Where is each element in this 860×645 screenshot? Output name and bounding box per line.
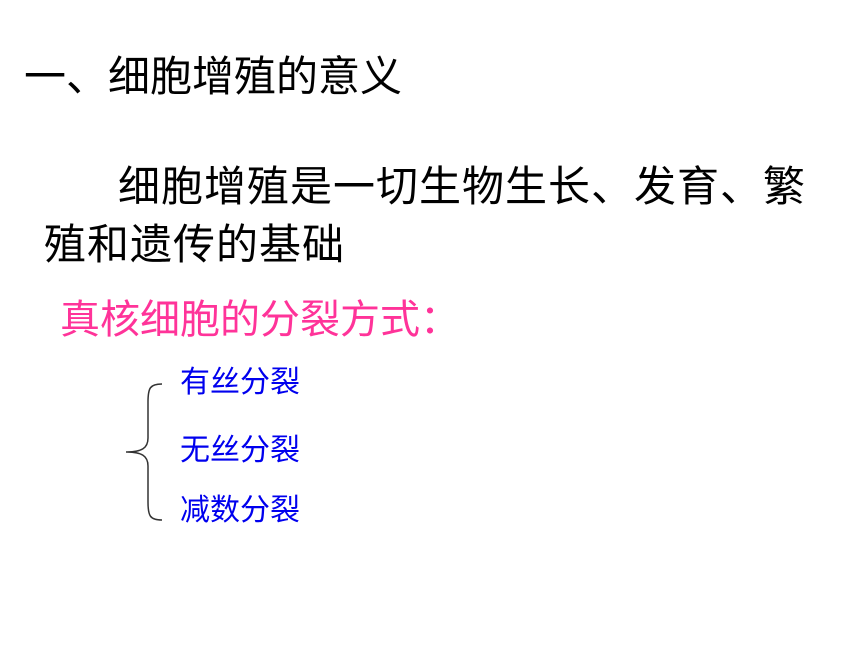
division-type-meiosis: 减数分裂 (180, 493, 300, 528)
body-paragraph-text: 细胞增殖是一切生物生长、发育、繁殖和遗传的基础 (44, 162, 807, 269)
division-type-amitosis: 无丝分裂 (180, 433, 300, 468)
division-type-mitosis: 有丝分裂 (180, 365, 300, 400)
body-paragraph: 细胞增殖是一切生物生长、发育、繁殖和遗传的基础 (44, 158, 844, 274)
division-methods-heading: 真核细胞的分裂方式： (60, 297, 460, 343)
section-heading: 一、细胞增殖的意义 (24, 52, 403, 101)
left-brace-icon (125, 383, 163, 521)
